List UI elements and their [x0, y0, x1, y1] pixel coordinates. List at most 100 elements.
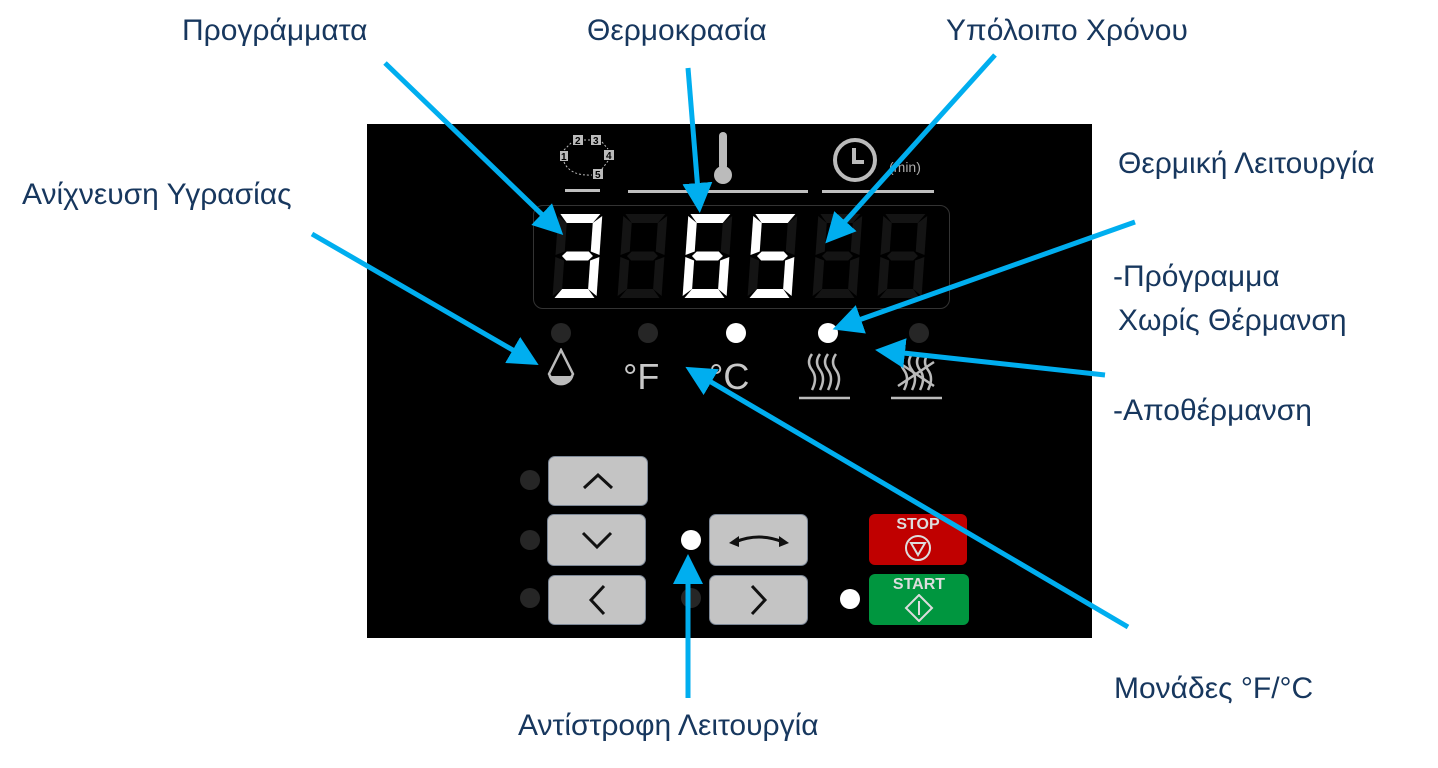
water-drop-icon: [547, 348, 575, 386]
display-digit-3: [682, 214, 733, 298]
segment-d: [879, 289, 920, 298]
program-2: 2: [575, 136, 581, 147]
start-led: [840, 589, 860, 609]
program-1: 1: [561, 152, 567, 163]
label-reverse: Αντίστροφη Λειτουργία: [518, 709, 819, 742]
segment-b: [720, 216, 733, 255]
seven-segment-display: [533, 205, 950, 309]
chevron-right-icon: [750, 584, 767, 616]
segment-c: [718, 257, 730, 296]
program-4: 4: [606, 151, 612, 162]
segment-a: [755, 214, 796, 223]
label-no-heat-program-2: Χωρίς Θέρμανση: [1118, 304, 1347, 337]
display-digits: [552, 214, 928, 298]
cooldown-led: [909, 323, 929, 343]
arrow-remaining-time: [825, 53, 997, 244]
heat-icon: [799, 353, 850, 400]
left-button[interactable]: [548, 575, 646, 625]
clock-icon: [833, 138, 877, 182]
chevron-down-icon: [581, 531, 612, 550]
segment-c: [848, 257, 860, 296]
programs-underline: [565, 189, 600, 192]
down-button[interactable]: [547, 514, 646, 566]
segment-f: [880, 216, 892, 255]
thermometer-icon: [714, 132, 732, 184]
display-digit-6: [877, 214, 928, 298]
reverse-led: [681, 530, 701, 550]
label-units: Μονάδες °F/°C: [1114, 672, 1314, 705]
arrow-cooldown: [875, 338, 1106, 378]
segment-a: [625, 214, 666, 223]
arrow-units: [685, 366, 1130, 630]
arrow-temperature: [682, 67, 713, 213]
segment-d: [619, 289, 660, 298]
start-icon: [904, 594, 934, 622]
programs-icon: 2 3 4 1 5: [560, 135, 614, 181]
left-led: [520, 588, 540, 608]
arrow-humidity: [310, 231, 539, 366]
label-programs: Προγράμματα: [182, 14, 368, 47]
segment-e: [747, 257, 760, 296]
segment-d: [814, 289, 855, 298]
segment-e: [682, 257, 695, 296]
arrow-programs: [383, 61, 564, 235]
fahrenheit-label: °F: [623, 356, 660, 397]
segment-g: [821, 251, 853, 261]
start-label: START: [892, 576, 946, 593]
segment-c: [588, 257, 600, 296]
fahrenheit-led: [638, 323, 658, 343]
segment-b: [590, 216, 603, 255]
stop-label: STOP: [896, 516, 940, 533]
stop-icon: [905, 535, 931, 561]
segment-e: [812, 257, 825, 296]
celsius-led: [726, 323, 746, 343]
display-digit-2: [617, 214, 668, 298]
label-cooldown: -Αποθέρμανση: [1113, 394, 1312, 427]
segment-g: [561, 251, 593, 261]
segment-d: [554, 289, 595, 298]
reverse-button[interactable]: [709, 514, 808, 566]
segment-e: [877, 257, 890, 296]
segment-b: [655, 216, 668, 255]
temperature-underline: [628, 190, 808, 193]
segment-b: [915, 216, 928, 255]
segment-e: [552, 257, 565, 296]
display-digit-4: [747, 214, 798, 298]
stop-button[interactable]: STOP: [869, 514, 967, 565]
segment-a: [690, 214, 731, 223]
right-button[interactable]: [709, 575, 808, 625]
segment-f: [815, 216, 827, 255]
segment-c: [653, 257, 665, 296]
arrow-heat-function: [832, 219, 1136, 334]
segment-f: [750, 216, 762, 255]
label-no-heat-program-1: -Πρόγραμμα: [1113, 260, 1280, 293]
segment-f: [620, 216, 632, 255]
segment-e: [617, 257, 630, 296]
segment-g: [626, 251, 658, 261]
segment-b: [785, 216, 798, 255]
label-heat-function: Θερμική Λειτουργία: [1118, 147, 1375, 180]
segment-d: [684, 289, 725, 298]
bidirectional-arrow-icon: [728, 535, 789, 547]
down-led: [520, 530, 540, 550]
chevron-up-icon: [582, 472, 614, 490]
humidity-led: [551, 323, 571, 343]
segment-g: [756, 251, 788, 261]
chevron-left-icon: [588, 584, 606, 616]
up-led: [520, 470, 540, 490]
label-humidity-detection: Ανίχνευση Υγρασίας: [22, 178, 292, 211]
segment-d: [749, 289, 790, 298]
up-button[interactable]: [548, 456, 648, 506]
segment-c: [913, 257, 925, 296]
cooldown-icon: [891, 353, 942, 400]
segment-a: [885, 214, 926, 223]
program-3: 3: [593, 136, 599, 147]
program-5: 5: [595, 170, 601, 181]
segment-g: [886, 251, 918, 261]
start-button[interactable]: START: [869, 574, 969, 625]
segment-a: [560, 214, 601, 223]
label-temperature: Θερμοκρασία: [587, 14, 767, 47]
label-remaining-time: Υπόλοιπο Χρόνου: [946, 14, 1188, 47]
segment-f: [685, 216, 697, 255]
